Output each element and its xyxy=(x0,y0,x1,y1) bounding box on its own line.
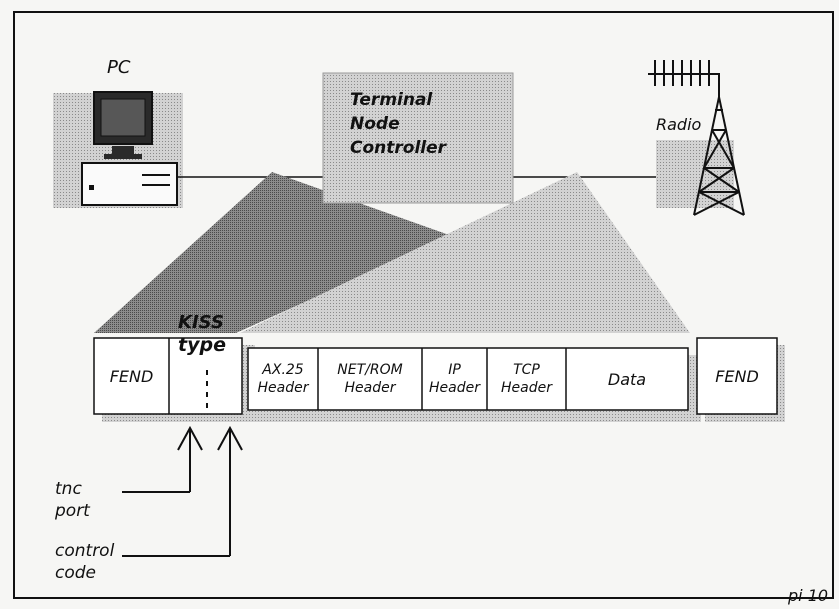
kiss-fan xyxy=(94,172,452,333)
payload-fan xyxy=(240,172,690,333)
radio-label: Radio xyxy=(656,115,702,134)
data-cell: Data xyxy=(607,369,647,389)
frame-left-box xyxy=(93,337,243,415)
netrom-header-line2: Header xyxy=(344,380,396,396)
control-code-line2: code xyxy=(55,563,96,583)
tnc-port-line1: tnc xyxy=(55,479,82,499)
frame-right-box xyxy=(696,337,778,415)
fend-left-cell: FEND xyxy=(109,366,154,386)
tnc-label-line2: Node xyxy=(350,114,400,134)
radio-shadow xyxy=(656,140,734,208)
page-code: pi 10 xyxy=(788,586,829,605)
kiss-label-line1: KISS xyxy=(178,312,224,333)
frame-mid-box xyxy=(247,347,689,411)
control-code-label: control code xyxy=(55,540,114,584)
tcp-header-line2: Header xyxy=(501,380,552,396)
pointer-arrows xyxy=(122,425,243,557)
netrom-header-cell: NET/ROM Header xyxy=(318,348,422,410)
tcp-header-cell: TCP Header xyxy=(487,348,566,410)
pc-icon xyxy=(81,91,178,206)
ax25-header-line1: AX.25 xyxy=(262,362,304,378)
ax25-header-line2: Header xyxy=(257,380,309,396)
ip-header-cell: IP Header xyxy=(422,348,487,410)
tnc-box xyxy=(322,72,514,204)
radio-tower-icon xyxy=(648,60,745,216)
tcp-header-line1: TCP xyxy=(513,362,540,378)
tnc-label-line3: Controller xyxy=(350,138,447,158)
ip-header-line2: Header xyxy=(429,380,480,396)
control-code-line1: control xyxy=(55,541,115,561)
fend-right-cell: FEND xyxy=(715,366,759,386)
tnc-label: Terminal Node Controller xyxy=(350,88,446,160)
netrom-header-line1: NET/ROM xyxy=(337,362,403,378)
tnc-port-line2: port xyxy=(55,501,90,521)
kiss-label: KISS type xyxy=(178,312,226,356)
ax25-header-cell: AX.25 Header xyxy=(248,348,318,410)
pc-label: PC xyxy=(107,57,131,78)
outer-frame xyxy=(13,11,834,599)
kiss-label-line2: type xyxy=(178,334,226,356)
tnc-port-label: tnc port xyxy=(55,478,90,522)
tnc-label-line1: Terminal xyxy=(350,90,433,110)
ip-header-line1: IP xyxy=(448,362,461,378)
